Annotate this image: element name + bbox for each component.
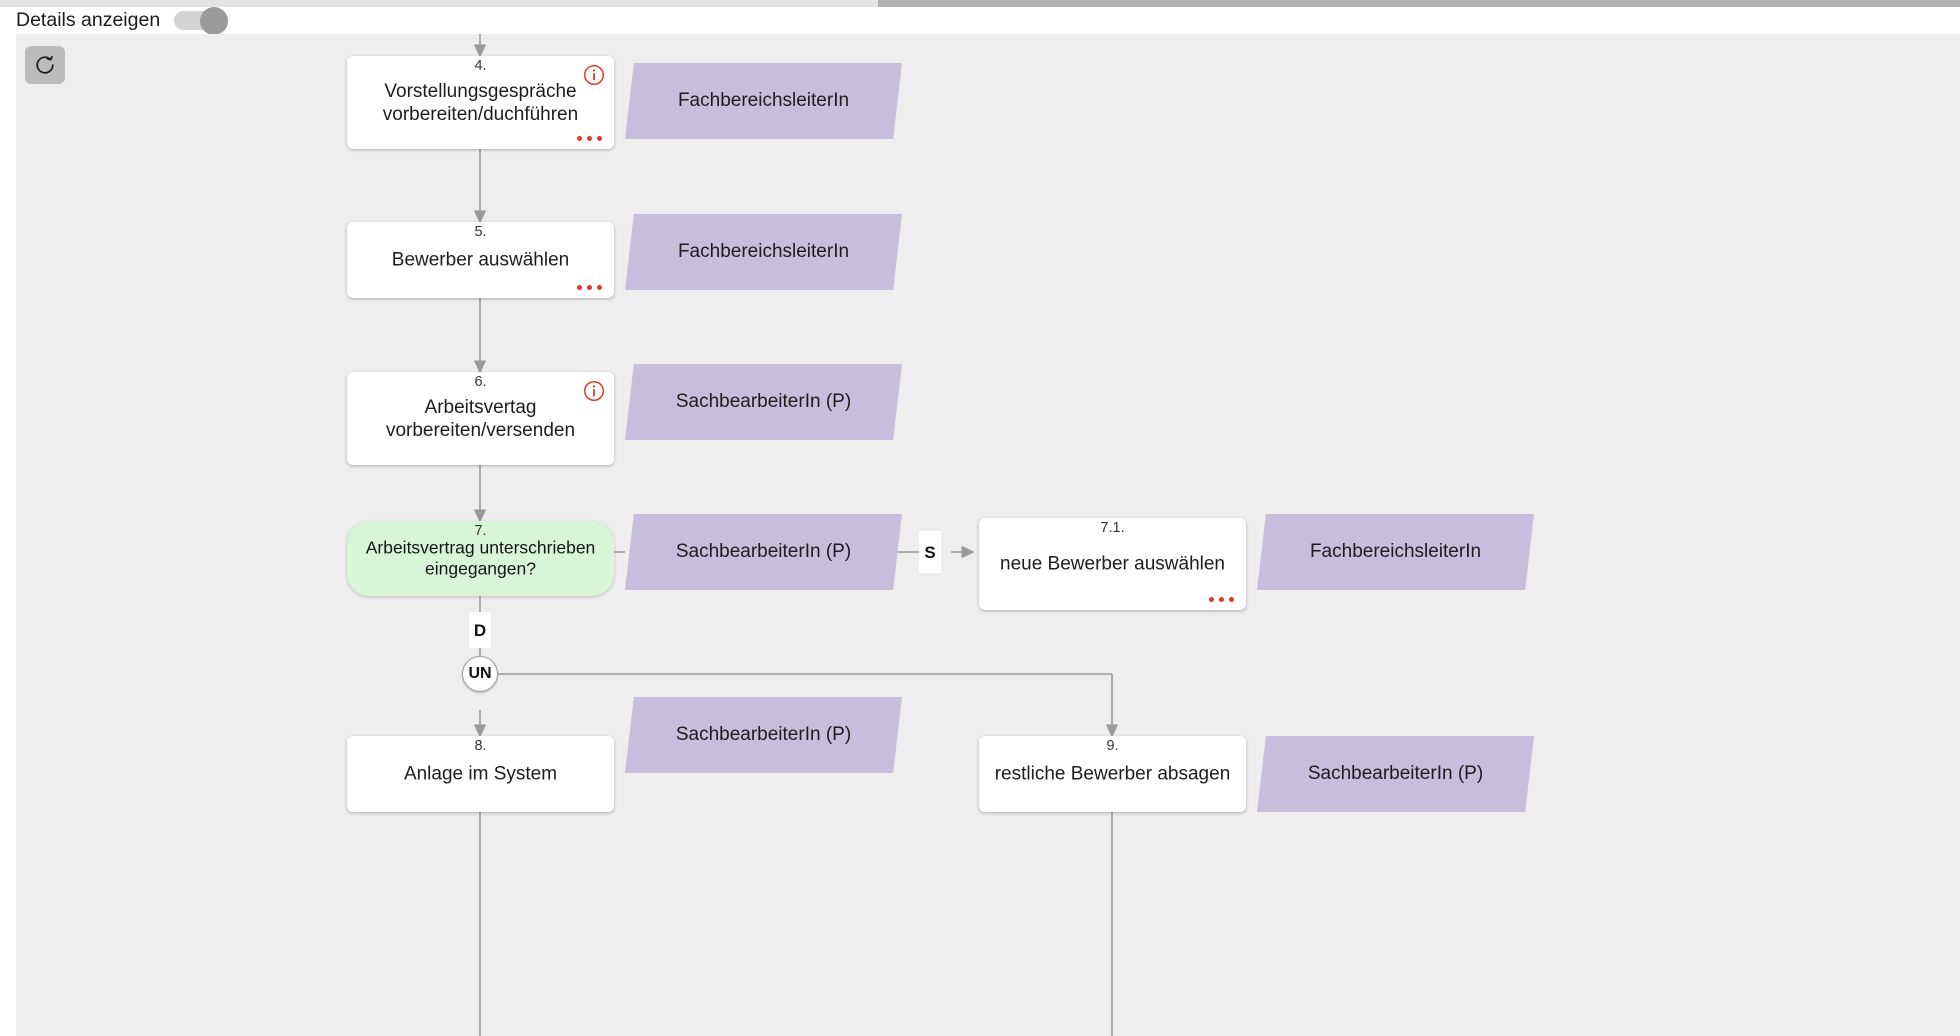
- node-label: Bewerber auswählen: [391, 249, 570, 271]
- connector-un[interactable]: UN: [462, 656, 498, 692]
- role-label: SachbearbeiterIn (P): [1307, 762, 1484, 784]
- canvas-left-gutter: [0, 34, 16, 1036]
- info-icon[interactable]: [583, 64, 605, 86]
- role-lane-4[interactable]: FachbereichsleiterIn: [625, 63, 902, 139]
- role-label: FachbereichsleiterIn: [1309, 540, 1482, 562]
- node-label: restliche Bewerber absagen: [994, 763, 1231, 785]
- node-9[interactable]: 9. restliche Bewerber absagen: [979, 736, 1246, 812]
- details-toggle-row: Details anzeigen: [16, 7, 229, 36]
- role-lane-7-1[interactable]: FachbereichsleiterIn: [1257, 514, 1534, 590]
- node-label: Arbeitsvertag vorbereiten/versenden: [385, 396, 576, 441]
- edge-label-d: D: [469, 612, 491, 648]
- refresh-icon[interactable]: [25, 46, 65, 84]
- toggle-knob: [200, 7, 229, 36]
- role-label: SachbearbeiterIn (P): [675, 540, 852, 562]
- node-7[interactable]: 7. Arbeitsvertrag unterschrieben eingega…: [347, 521, 614, 596]
- node-label: Arbeitsvertrag unterschrieben eingegange…: [365, 537, 596, 579]
- role-label: FachbereichsleiterIn: [677, 240, 850, 262]
- node-number: 6.: [474, 374, 487, 390]
- node-menu-icon[interactable]: [577, 285, 602, 290]
- role-label: SachbearbeiterIn (P): [675, 390, 852, 412]
- info-icon[interactable]: [583, 380, 605, 402]
- node-8[interactable]: 8. Anlage im System: [347, 736, 614, 812]
- role-lane-7[interactable]: SachbearbeiterIn (P): [625, 514, 902, 590]
- node-label: Vorstellungsgespräche vorbereiten/duchfü…: [382, 80, 579, 125]
- role-lane-8[interactable]: SachbearbeiterIn (P): [625, 697, 902, 773]
- details-toggle-label: Details anzeigen: [16, 9, 161, 31]
- horizontal-scrollbar-thumb[interactable]: [878, 0, 1960, 7]
- node-number: 7.: [474, 523, 487, 539]
- node-number: 4.: [474, 58, 487, 74]
- node-6[interactable]: 6. Arbeitsvertag vorbereiten/versenden: [347, 372, 614, 465]
- node-number: 5.: [474, 224, 487, 240]
- node-menu-icon[interactable]: [577, 136, 602, 141]
- horizontal-scrollbar[interactable]: [0, 0, 1960, 7]
- diagram-canvas[interactable]: 4. Vorstellungsgespräche vorbereiten/duc…: [16, 34, 1960, 1036]
- node-menu-icon[interactable]: [1209, 597, 1234, 602]
- role-lane-5[interactable]: FachbereichsleiterIn: [625, 214, 902, 290]
- role-label: SachbearbeiterIn (P): [675, 723, 852, 745]
- node-label: Anlage im System: [403, 763, 558, 785]
- role-lane-9[interactable]: SachbearbeiterIn (P): [1257, 736, 1534, 812]
- node-label: neue Bewerber auswählen: [1000, 553, 1225, 575]
- details-toggle-switch[interactable]: [174, 7, 229, 36]
- node-number: 8.: [474, 738, 487, 754]
- node-number: 7.1.: [1100, 520, 1125, 536]
- node-5[interactable]: 5. Bewerber auswählen: [347, 222, 614, 298]
- role-label: FachbereichsleiterIn: [677, 89, 850, 111]
- node-4[interactable]: 4. Vorstellungsgespräche vorbereiten/duc…: [347, 56, 614, 149]
- role-lane-6[interactable]: SachbearbeiterIn (P): [625, 364, 902, 440]
- edge-label-s: S: [919, 531, 941, 573]
- node-number: 9.: [1106, 738, 1119, 754]
- node-7-1[interactable]: 7.1. neue Bewerber auswählen: [979, 518, 1246, 610]
